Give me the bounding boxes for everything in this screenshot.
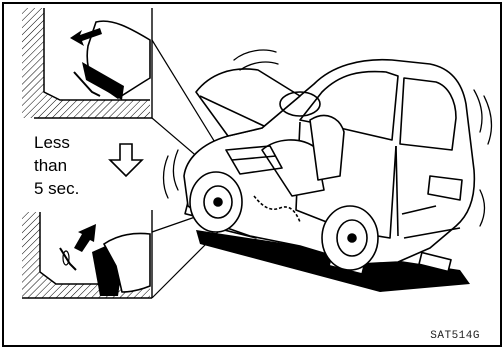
car-on-lift — [184, 60, 474, 292]
caption-line-3: 5 sec. — [34, 180, 79, 197]
pedal-pressed-inset — [22, 210, 152, 298]
down-arrow-icon — [110, 144, 142, 176]
figure-reference-code: SAT514G — [430, 330, 480, 342]
release-arrow-icon — [74, 224, 96, 252]
caption-line-2: than — [34, 157, 67, 174]
caption-line-1: Less — [34, 134, 70, 151]
pedal-released-inset — [22, 8, 152, 118]
